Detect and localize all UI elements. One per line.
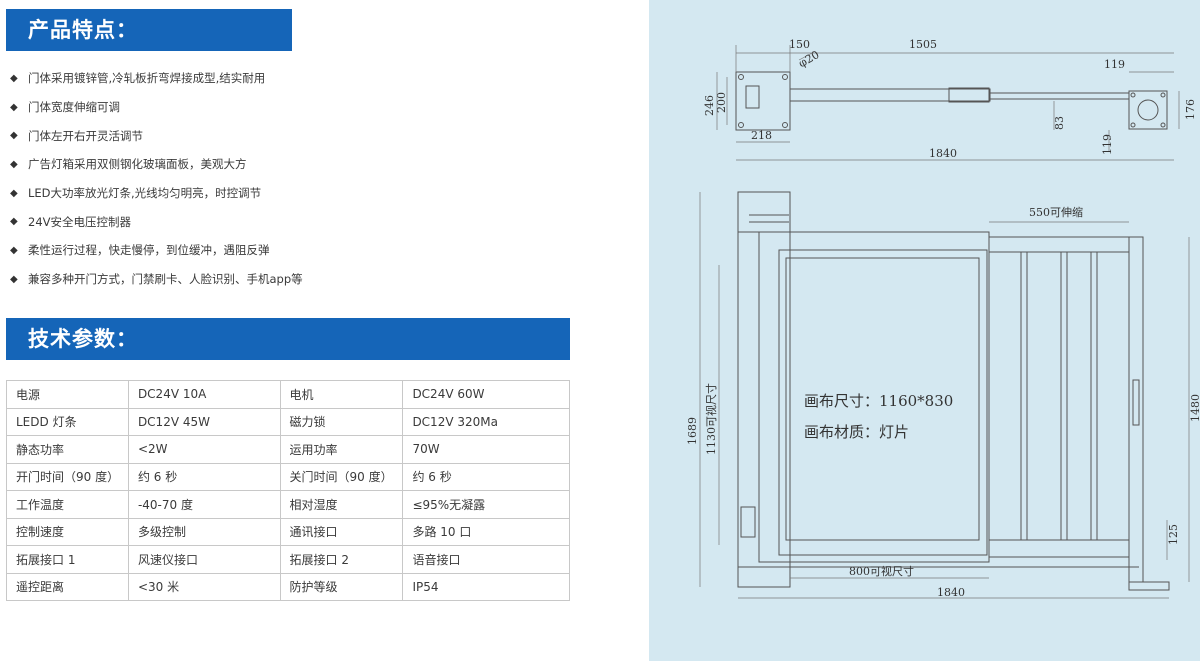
dim-label: 1480 bbox=[1189, 394, 1200, 422]
spec-label: 遥控距离 bbox=[6, 572, 129, 601]
spec-value: DC24V 60W bbox=[402, 380, 570, 409]
dim-label: φ20 bbox=[796, 48, 821, 70]
spec-label: 相对湿度 bbox=[279, 490, 404, 519]
dim-label: 1130可视尺寸 bbox=[704, 383, 718, 455]
feature-text: 广告灯箱采用双侧钢化玻璃面板，美观大方 bbox=[28, 157, 247, 172]
table-row: 控制速度多级控制 通讯接口多路 10 口 bbox=[6, 517, 570, 546]
diamond-bullet-icon: ◆ bbox=[10, 187, 18, 199]
dim-label: 119 bbox=[1101, 134, 1114, 155]
dim-label: 550可伸缩 bbox=[1029, 206, 1083, 219]
spec-label: 防护等级 bbox=[279, 572, 404, 601]
spec-value: DC12V 320Ma bbox=[402, 407, 570, 436]
dim-label: 119 bbox=[1104, 58, 1125, 71]
list-item: ◆ 广告灯箱采用双侧钢化玻璃面板，美观大方 bbox=[10, 150, 303, 179]
spec-value: 语音接口 bbox=[402, 545, 570, 574]
spec-label: 工作温度 bbox=[6, 490, 129, 519]
list-item: ◆ 门体宽度伸缩可调 bbox=[10, 93, 303, 122]
spec-value: 多级控制 bbox=[127, 517, 281, 546]
table-row: 开门时间（90 度）约 6 秒 关门时间（90 度）约 6 秒 bbox=[6, 462, 570, 491]
spec-label: 拓展接口 1 bbox=[6, 545, 129, 574]
spec-label: 运用功率 bbox=[279, 435, 404, 464]
features-title: 产品特点： bbox=[6, 9, 292, 51]
dim-label: 1840 bbox=[937, 586, 965, 599]
feature-text: LED大功率放光灯条,光线均匀明亮，时控调节 bbox=[28, 186, 262, 201]
dim-label: 1505 bbox=[909, 38, 937, 51]
diamond-bullet-icon: ◆ bbox=[10, 101, 18, 113]
list-item: ◆ 兼容多种开门方式，门禁刷卡、人脸识别、手机app等 bbox=[10, 265, 303, 294]
canvas-size-label: 画布尺寸：1160*830 bbox=[804, 392, 953, 410]
spec-label: 电机 bbox=[279, 380, 404, 409]
feature-text: 24V安全电压控制器 bbox=[28, 214, 131, 229]
spec-value: <2W bbox=[127, 435, 281, 464]
spec-label: 磁力锁 bbox=[279, 407, 404, 436]
dim-label: 176 bbox=[1184, 99, 1197, 120]
diamond-bullet-icon: ◆ bbox=[10, 216, 18, 228]
list-item: ◆ 柔性运行过程，快走慢停，到位缓冲，遇阻反弹 bbox=[10, 236, 303, 265]
feature-list: ◆ 门体采用镀锌管,冷轧板折弯焊接成型,结实耐用 ◆ 门体宽度伸缩可调 ◆ 门体左开右… bbox=[10, 64, 303, 294]
front-view: 550可伸缩 1689 1130可视尺寸 1480 125 800可视尺寸 18… bbox=[686, 191, 1200, 599]
list-item: ◆ 门体采用镀锌管,冷轧板折弯焊接成型,结实耐用 bbox=[10, 64, 303, 93]
list-item: ◆ 门体左开右开灵活调节 bbox=[10, 121, 303, 150]
spec-value: IP54 bbox=[402, 572, 570, 601]
dim-label: 246 bbox=[703, 95, 716, 116]
dim-label: 150 bbox=[789, 38, 810, 51]
spec-label: 开门时间（90 度） bbox=[6, 462, 129, 491]
dim-label: 800可视尺寸 bbox=[849, 564, 914, 578]
spec-value: <30 米 bbox=[127, 572, 281, 601]
spec-label: LEDD 灯条 bbox=[6, 407, 129, 436]
spec-value: 约 6 秒 bbox=[402, 462, 570, 491]
canvas-material-label: 画布材质：灯片 bbox=[804, 423, 909, 441]
spec-label: 控制速度 bbox=[6, 517, 129, 546]
drawing-svg: 150 1505 φ20 119 246 200 218 83 119 176 … bbox=[686, 38, 1200, 599]
list-item: ◆ LED大功率放光灯条,光线均匀明亮，时控调节 bbox=[10, 179, 303, 208]
top-view: 150 1505 φ20 119 246 200 218 83 119 176 … bbox=[703, 38, 1197, 161]
diamond-bullet-icon: ◆ bbox=[10, 130, 18, 142]
dim-label: 83 bbox=[1053, 116, 1066, 130]
spec-label: 通讯接口 bbox=[279, 517, 404, 546]
technical-drawing: 150 1505 φ20 119 246 200 218 83 119 176 … bbox=[649, 0, 1200, 661]
diamond-bullet-icon: ◆ bbox=[10, 72, 18, 84]
feature-text: 兼容多种开门方式，门禁刷卡、人脸识别、手机app等 bbox=[28, 272, 303, 287]
feature-text: 门体采用镀锌管,冷轧板折弯焊接成型,结实耐用 bbox=[28, 71, 266, 86]
list-item: ◆ 24V安全电压控制器 bbox=[10, 207, 303, 236]
feature-text: 门体宽度伸缩可调 bbox=[28, 100, 120, 115]
spec-value: DC24V 10A bbox=[127, 380, 281, 409]
spec-value: 约 6 秒 bbox=[127, 462, 281, 491]
diamond-bullet-icon: ◆ bbox=[10, 158, 18, 170]
spec-label: 静态功率 bbox=[6, 435, 129, 464]
spec-value: 多路 10 口 bbox=[402, 517, 570, 546]
diamond-bullet-icon: ◆ bbox=[10, 244, 18, 256]
dim-label: 1689 bbox=[686, 417, 699, 445]
spec-label: 电源 bbox=[6, 380, 129, 409]
spec-label: 关门时间（90 度） bbox=[279, 462, 404, 491]
dim-label: 200 bbox=[715, 92, 728, 113]
spec-value: ≤95%无凝露 bbox=[402, 490, 570, 519]
feature-text: 柔性运行过程，快走慢停，到位缓冲，遇阻反弹 bbox=[28, 243, 270, 258]
dim-label: 218 bbox=[751, 129, 772, 142]
spec-value: 70W bbox=[402, 435, 570, 464]
spec-value: -40-70 度 bbox=[127, 490, 281, 519]
spec-value: DC12V 45W bbox=[127, 407, 281, 436]
dim-label: 125 bbox=[1167, 524, 1180, 545]
table-row: 工作温度-40-70 度 相对湿度≤95%无凝露 bbox=[6, 490, 570, 519]
dim-label: 1840 bbox=[929, 147, 957, 160]
feature-text: 门体左开右开灵活调节 bbox=[28, 128, 143, 143]
spec-label: 拓展接口 2 bbox=[279, 545, 404, 574]
spec-value: 风速仪接口 bbox=[127, 545, 281, 574]
diamond-bullet-icon: ◆ bbox=[10, 273, 18, 285]
specs-title: 技术参数： bbox=[6, 318, 570, 360]
